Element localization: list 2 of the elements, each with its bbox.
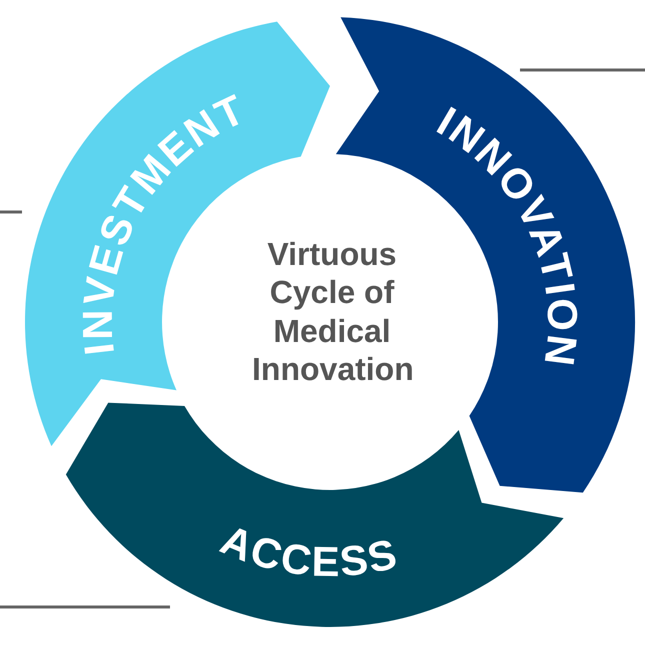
center-title: Virtuous Cycle of Medical Innovation xyxy=(252,235,412,389)
segment-label: ACCESS xyxy=(214,515,403,586)
